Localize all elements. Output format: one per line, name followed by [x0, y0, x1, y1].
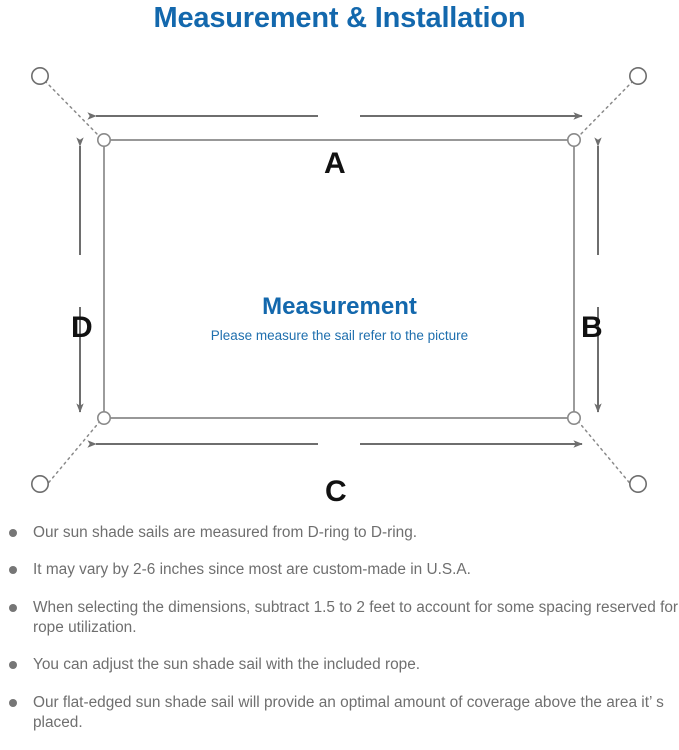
diagram-center-subtitle: Please measure the sail refer to the pic…: [210, 328, 469, 343]
list-item: Our flat-edged sun shade sail will provi…: [0, 693, 679, 734]
list-item: Our sun shade sails are measured from D-…: [0, 523, 679, 543]
bullet-icon: [9, 566, 17, 575]
d-ring-bottom-left: [97, 410, 112, 425]
dimension-label-b: B: [581, 311, 603, 344]
list-item: It may vary by 2-6 inches since most are…: [0, 560, 679, 580]
rope-line-bottom-left: [44, 419, 102, 488]
rope-line-bottom-right: [576, 419, 634, 488]
anchor-point-top-right: [628, 66, 647, 85]
d-ring-top-left: [97, 133, 112, 148]
list-item-text: It may vary by 2-6 inches since most are…: [33, 561, 471, 579]
d-ring-bottom-right: [566, 410, 581, 425]
list-item: When selecting the dimensions, subtract …: [0, 598, 679, 639]
list-item-text: When selecting the dimensions, subtract …: [33, 598, 679, 636]
anchor-point-bottom-right: [628, 474, 647, 493]
shade-sail-body: [103, 139, 575, 419]
list-item: You can adjust the sun shade sail with t…: [0, 655, 679, 675]
bullet-icon: [9, 661, 17, 670]
bullet-icon: [9, 529, 17, 537]
diagram-center-title: Measurement: [262, 293, 417, 320]
dimension-label-a: A: [324, 147, 346, 180]
notes-list: Our sun shade sails are measured from D-…: [0, 523, 679, 750]
bullet-icon: [9, 603, 17, 612]
dimension-label-c: C: [325, 475, 347, 508]
bullet-icon: [9, 698, 17, 707]
list-item-text: You can adjust the sun shade sail with t…: [33, 656, 421, 674]
list-item-text: Our flat-edged sun shade sail will provi…: [33, 693, 664, 731]
diagram-svg: [30, 66, 647, 493]
page-title: Measurement & Installation: [153, 2, 526, 34]
list-item-text: Our sun shade sails are measured from D-…: [33, 524, 418, 541]
anchor-point-top-left: [30, 66, 49, 85]
rope-line-top-right: [576, 80, 634, 139]
anchor-point-bottom-left: [30, 474, 49, 493]
rope-line-top-left: [44, 80, 102, 139]
dimension-label-d: D: [71, 311, 93, 344]
measurement-diagram: A B C D Measurement Please measure the s…: [0, 50, 679, 520]
d-ring-top-right: [566, 133, 581, 148]
